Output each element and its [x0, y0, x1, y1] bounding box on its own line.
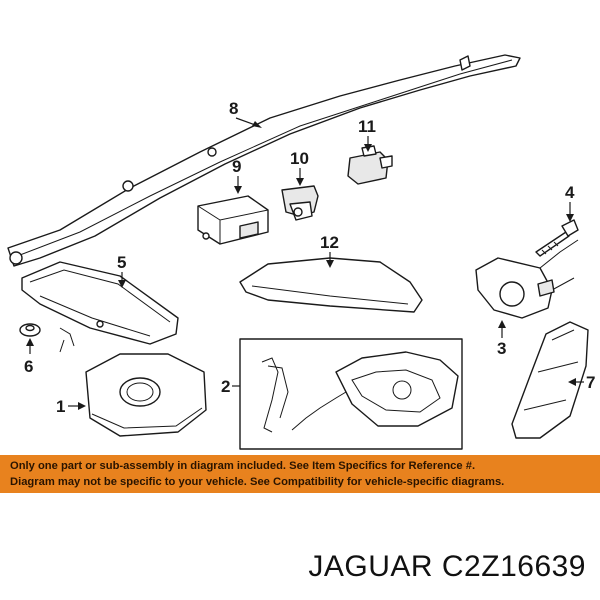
- wiring-kit-part: [239, 338, 463, 450]
- callout-2: 2: [221, 377, 230, 396]
- passenger-airbag-part: [21, 261, 179, 353]
- curtain-airbag-part: [7, 54, 521, 267]
- clockspring-part: [475, 239, 579, 319]
- callout-8: 8: [229, 99, 238, 118]
- callout-6: 6: [24, 357, 33, 376]
- control-module-part: [197, 195, 269, 245]
- leader-lines: [26, 117, 584, 410]
- sensor-part-10: [281, 185, 319, 221]
- airbag-parts-diagram: 8 11 10 9 12 4 5 6 1 2 3 7: [7, 54, 595, 450]
- driver-airbag-part: [85, 353, 207, 437]
- disclaimer-line-1: Only one part or sub-assembly in diagram…: [10, 460, 476, 472]
- nut-part: [19, 323, 41, 337]
- knee-airbag-part: [511, 321, 589, 439]
- callout-1: 1: [56, 397, 65, 416]
- callout-9: 9: [232, 157, 241, 176]
- sensor-part-11: [347, 145, 393, 185]
- disclaimer-line-2: Diagram may not be specific to your vehi…: [10, 476, 505, 488]
- bolt-part: [535, 219, 579, 257]
- callout-11: 11: [358, 117, 376, 136]
- callout-5: 5: [117, 253, 126, 272]
- callout-12: 12: [320, 233, 339, 252]
- part-number-label: JAGUAR C2Z16639: [308, 550, 586, 583]
- callout-10: 10: [290, 149, 309, 168]
- disclaimer-banner: Only one part or sub-assembly in diagram…: [0, 455, 600, 493]
- callout-4: 4: [565, 183, 575, 202]
- cover-panel-part: [239, 257, 423, 313]
- callout-7: 7: [586, 373, 595, 392]
- callout-3: 3: [497, 339, 506, 358]
